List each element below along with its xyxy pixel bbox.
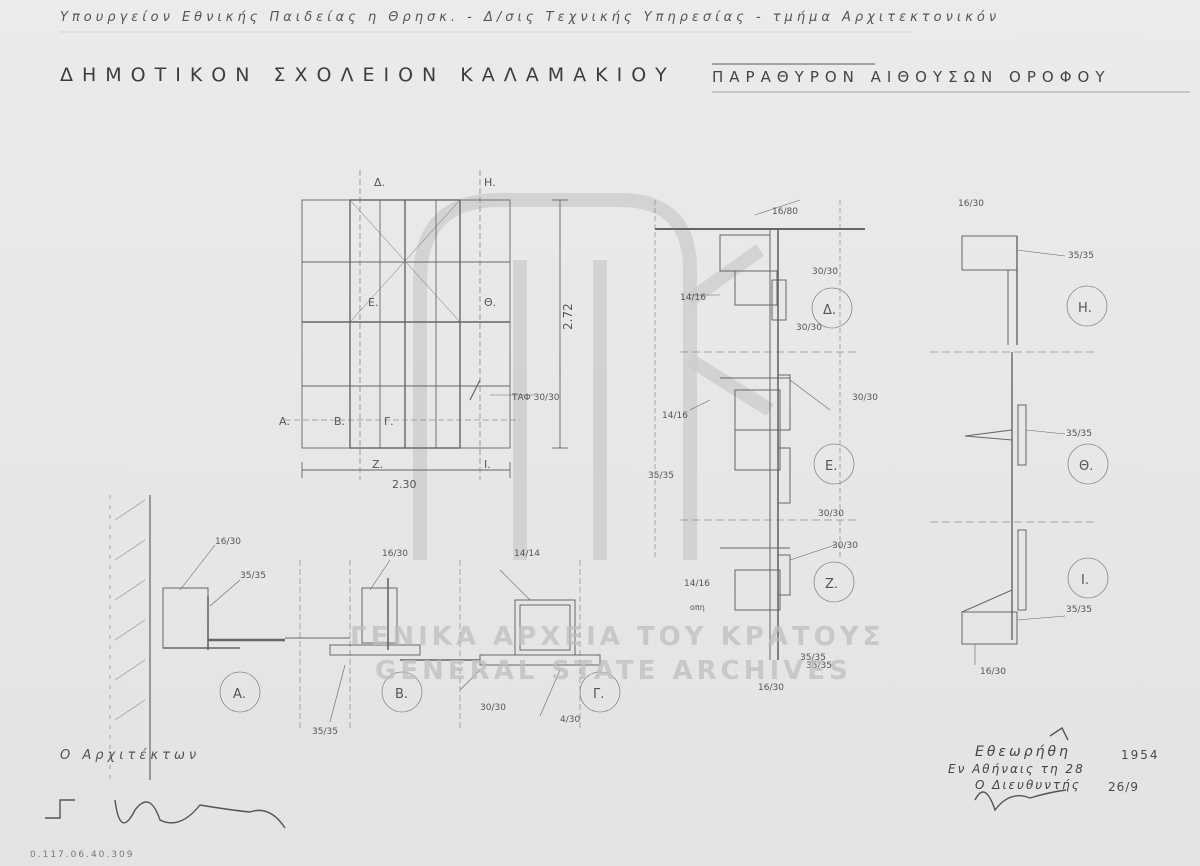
dim-d9: 30/30 (832, 541, 858, 551)
archive-reference: 0.117.06.40.309 (30, 850, 135, 860)
section-marker-d (811, 287, 853, 329)
dim-d11: 35/35 (806, 661, 832, 671)
archive-watermark-greek: ΓΕΝΙΚΑ ΑΡΧΕΙΑ ΤΟΥ ΚΡΑΤΟΥΣ (350, 622, 885, 652)
vertical-section-1 (654, 199, 865, 660)
approval-label: Εθεωρήθη (975, 744, 1071, 760)
width-dimension: 2.30 (392, 478, 417, 491)
approval-role: Ο Διευθυντής (975, 778, 1081, 792)
dim-d1: 16/80 (772, 207, 798, 217)
section-label-th: Θ. (1079, 459, 1093, 474)
section-marker-h (1066, 285, 1108, 327)
section-label-h: Η. (1078, 301, 1092, 316)
section-label-d: Δ. (823, 303, 836, 318)
approval-year: 1954 (1121, 748, 1160, 762)
drawing-title: ΔΗΜΟΤΙΚΟΝ ΣΧΟΛΕΙΟΝ ΚΑΛΑΜΑΚΙΟΥ (60, 64, 676, 86)
dim-d2: 30/30 (812, 267, 838, 277)
sheet-number: 26/9 (1108, 780, 1139, 794)
dim-h1: 16/30 (958, 199, 984, 209)
section-marker-z (813, 561, 855, 603)
section-label-i: Ι. (1081, 573, 1089, 588)
elev-label-d: Δ. (374, 176, 385, 189)
archive-watermark-english: GENERAL STATE ARCHIVES (375, 656, 852, 686)
dim-p5: 30/30 (480, 703, 506, 713)
dim-p2: 35/35 (240, 571, 266, 581)
dim-d6: 14/16 (662, 411, 688, 421)
drawing-subtitle: ΠΑΡΑΘΥΡΟΝ ΑΙΘΟΥΣΩΝ ΟΡΟΦΟΥ (712, 68, 1111, 86)
dim-h4: 35/35 (1066, 605, 1092, 615)
archive-logo-watermark (413, 193, 774, 560)
vertical-section-2 (930, 235, 1095, 665)
signature-marks (45, 726, 1069, 829)
section-marker-i (1067, 557, 1109, 599)
elev-label-z: Ζ. (372, 458, 383, 471)
dim-p6: 4/30 (560, 715, 580, 725)
elev-label-a: Α. (279, 415, 290, 428)
dim-p3: 16/30 (382, 549, 408, 559)
elev-label-i: Ι. (484, 458, 491, 471)
dim-p8: 35/35 (800, 653, 826, 663)
section-marker-b (381, 671, 423, 713)
elev-label-e: Ε. (368, 296, 378, 309)
section-label-g: Γ. (593, 687, 604, 702)
dim-d12: 16/30 (758, 683, 784, 693)
ministry-heading: Υπουργείον Εθνικής Παιδείας η Θρησκ. - Δ… (60, 10, 1001, 25)
section-label-e: Ε. (825, 459, 837, 474)
horizontal-section (109, 495, 601, 780)
section-label-z: Ζ. (825, 577, 838, 592)
height-dimension: 2.72 (561, 303, 575, 330)
dim-d7: 35/35 (648, 471, 674, 481)
elev-label-h: Η. (484, 176, 496, 189)
window-elevation (285, 170, 568, 480)
approval-place: Εν Αθήναις τη 28 (948, 762, 1085, 776)
dim-d10: 14/16 (684, 579, 710, 589)
section-label-b: Β. (395, 687, 408, 702)
dim-d8: 30/30 (818, 509, 844, 519)
section-marker-th (1067, 443, 1109, 485)
dim-h2: 35/35 (1068, 251, 1094, 261)
elev-label-th: Θ. (484, 296, 496, 309)
dim-d4: 30/30 (796, 323, 822, 333)
elev-label-g: Γ. (384, 415, 394, 428)
elev-label-b: Β. (334, 415, 345, 428)
dim-d3: 14/16 (680, 293, 706, 303)
dim-h3: 35/35 (1066, 429, 1092, 439)
dim-p4: 14/14 (514, 549, 540, 559)
section-marker-g (579, 671, 621, 713)
taf-note: ΤΑΦ 30/30 (511, 393, 560, 403)
dim-d5: 30/30 (852, 393, 878, 403)
section-marker-e (813, 443, 855, 485)
architect-label: Ο Αρχιτέκτων (60, 748, 201, 763)
section-marker-a (219, 671, 261, 713)
dim-p7: 35/35 (312, 727, 338, 737)
dim-h5: 16/30 (980, 667, 1006, 677)
opening-note: οπη (690, 603, 705, 612)
section-label-a: Α. (233, 687, 246, 702)
dim-p1: 16/30 (215, 537, 241, 547)
